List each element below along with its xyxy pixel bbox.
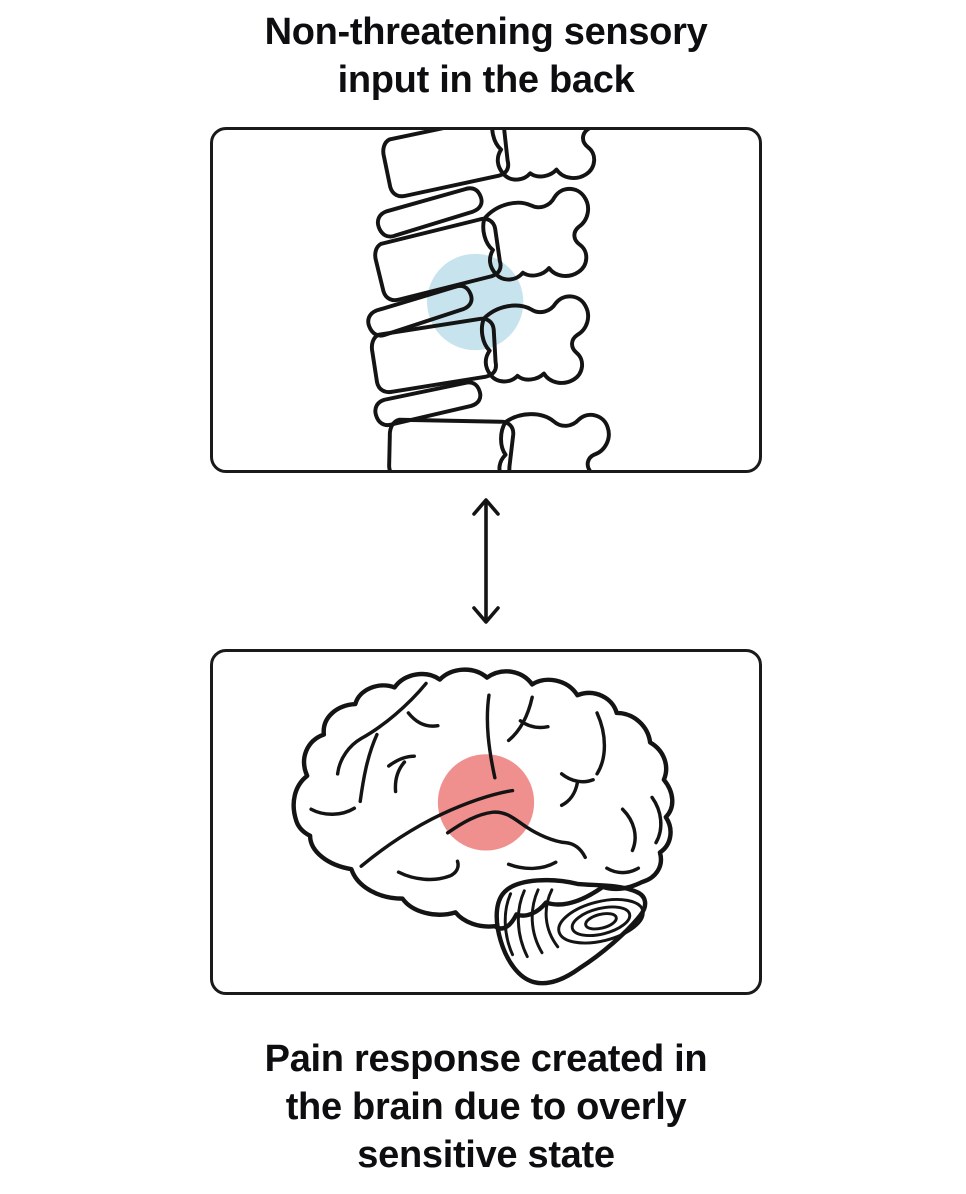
spine-illustration: [362, 130, 613, 470]
caption-line-3: sensitive state: [357, 1134, 615, 1176]
caption-line-2: the brain due to overly: [285, 1086, 687, 1128]
brain-panel: [210, 649, 762, 995]
title-line-1: Non-threatening sensory: [264, 11, 708, 53]
relationship-gap: [464, 473, 508, 649]
caption: Pain response created in the brain due t…: [210, 1035, 762, 1179]
title-line-2: input in the back: [337, 59, 635, 101]
brain-sulci: [309, 681, 663, 882]
brain-illustration: [291, 667, 675, 986]
cerebellum: [494, 878, 648, 986]
brain-highlight-circle: [437, 754, 535, 851]
double-arrow-icon: [472, 498, 500, 624]
spine-panel: [210, 127, 762, 473]
infographic: Non-threatening sensory input in the bac…: [210, 0, 762, 1179]
caption-line-1: Pain response created in: [264, 1038, 708, 1080]
cerebrum-outline: [291, 667, 675, 931]
spine-highlight-circle: [427, 253, 524, 351]
title: Non-threatening sensory input in the bac…: [210, 0, 762, 104]
